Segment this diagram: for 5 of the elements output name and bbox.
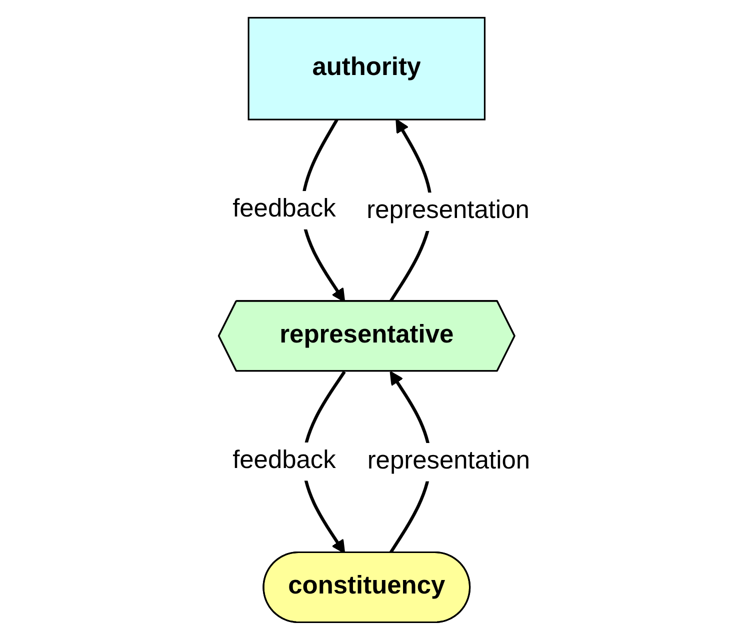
edge-label: representation	[366, 448, 530, 475]
edge-label: representation	[366, 197, 530, 225]
node-box: authority	[247, 16, 486, 120]
edge-label: feedback	[232, 196, 336, 223]
edge-label: feedback	[232, 447, 336, 474]
